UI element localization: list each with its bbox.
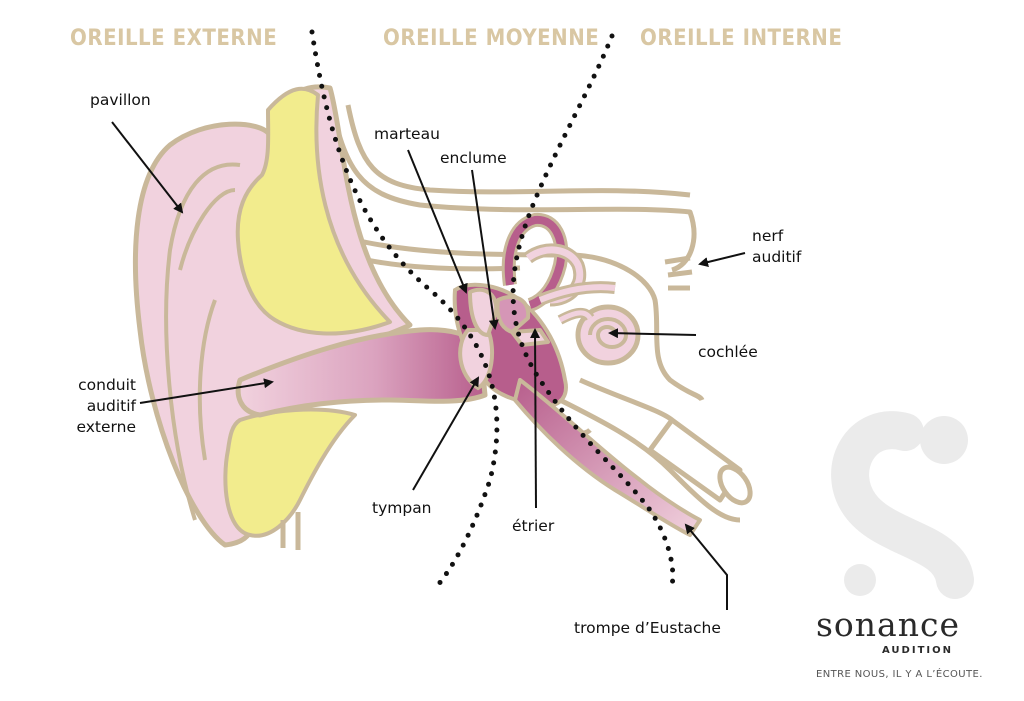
arrow-marteau	[407, 149, 468, 294]
arrow-conduit	[139, 378, 274, 404]
eustachian-tube	[513, 378, 702, 537]
label-nerf-auditif: nerf auditif	[752, 226, 801, 268]
arrow-nerf	[698, 252, 746, 267]
arrow-etrier	[530, 328, 541, 509]
label-cochlee: cochlée	[698, 343, 758, 361]
brand-name: sonance	[816, 605, 960, 644]
label-conduit-line3: externe	[76, 418, 136, 436]
label-nerf-line2: auditif	[752, 248, 802, 266]
title-oreille-externe: OREILLE EXTERNE	[70, 26, 278, 51]
label-conduit-line2: auditif	[86, 397, 136, 415]
label-pavillon: pavillon	[90, 91, 151, 109]
ear-canal	[235, 327, 488, 418]
arrow-pavillon	[111, 121, 184, 214]
label-enclume: enclume	[440, 149, 507, 167]
label-trompe-eustache: trompe d’Eustache	[574, 619, 721, 637]
arrow-trompe	[684, 523, 728, 610]
label-marteau: marteau	[374, 125, 440, 143]
label-conduit-auditif-externe: conduit auditif externe	[60, 375, 136, 438]
auditory-nerve-tube	[647, 255, 753, 506]
watermark-s-logo	[831, 411, 974, 599]
brand-sub: AUDITION	[882, 645, 953, 656]
section-dividers	[309, 29, 676, 588]
pointer-arrows	[111, 121, 746, 610]
label-etrier: étrier	[512, 517, 555, 535]
title-oreille-moyenne: OREILLE MOYENNE	[383, 26, 600, 51]
label-conduit-line1: conduit	[78, 376, 136, 394]
arrow-tympan	[412, 376, 480, 491]
bone-outline	[327, 97, 741, 523]
arrow-enclume	[471, 169, 499, 330]
tympanic-membrane	[458, 328, 495, 391]
brand-tagline: ENTRE NOUS, IL Y A L’ÉCOUTE.	[816, 669, 983, 680]
pinna	[132, 84, 413, 550]
semicircular-canals	[501, 212, 616, 312]
arrow-cochlee	[608, 328, 697, 339]
divider-middle-inner	[510, 33, 676, 588]
title-oreille-interne: OREILLE INTERNE	[640, 26, 843, 51]
label-nerf-line1: nerf	[752, 227, 784, 245]
divider-outer-middle	[309, 29, 500, 588]
cochlea	[557, 304, 641, 366]
label-tympan: tympan	[372, 499, 432, 517]
